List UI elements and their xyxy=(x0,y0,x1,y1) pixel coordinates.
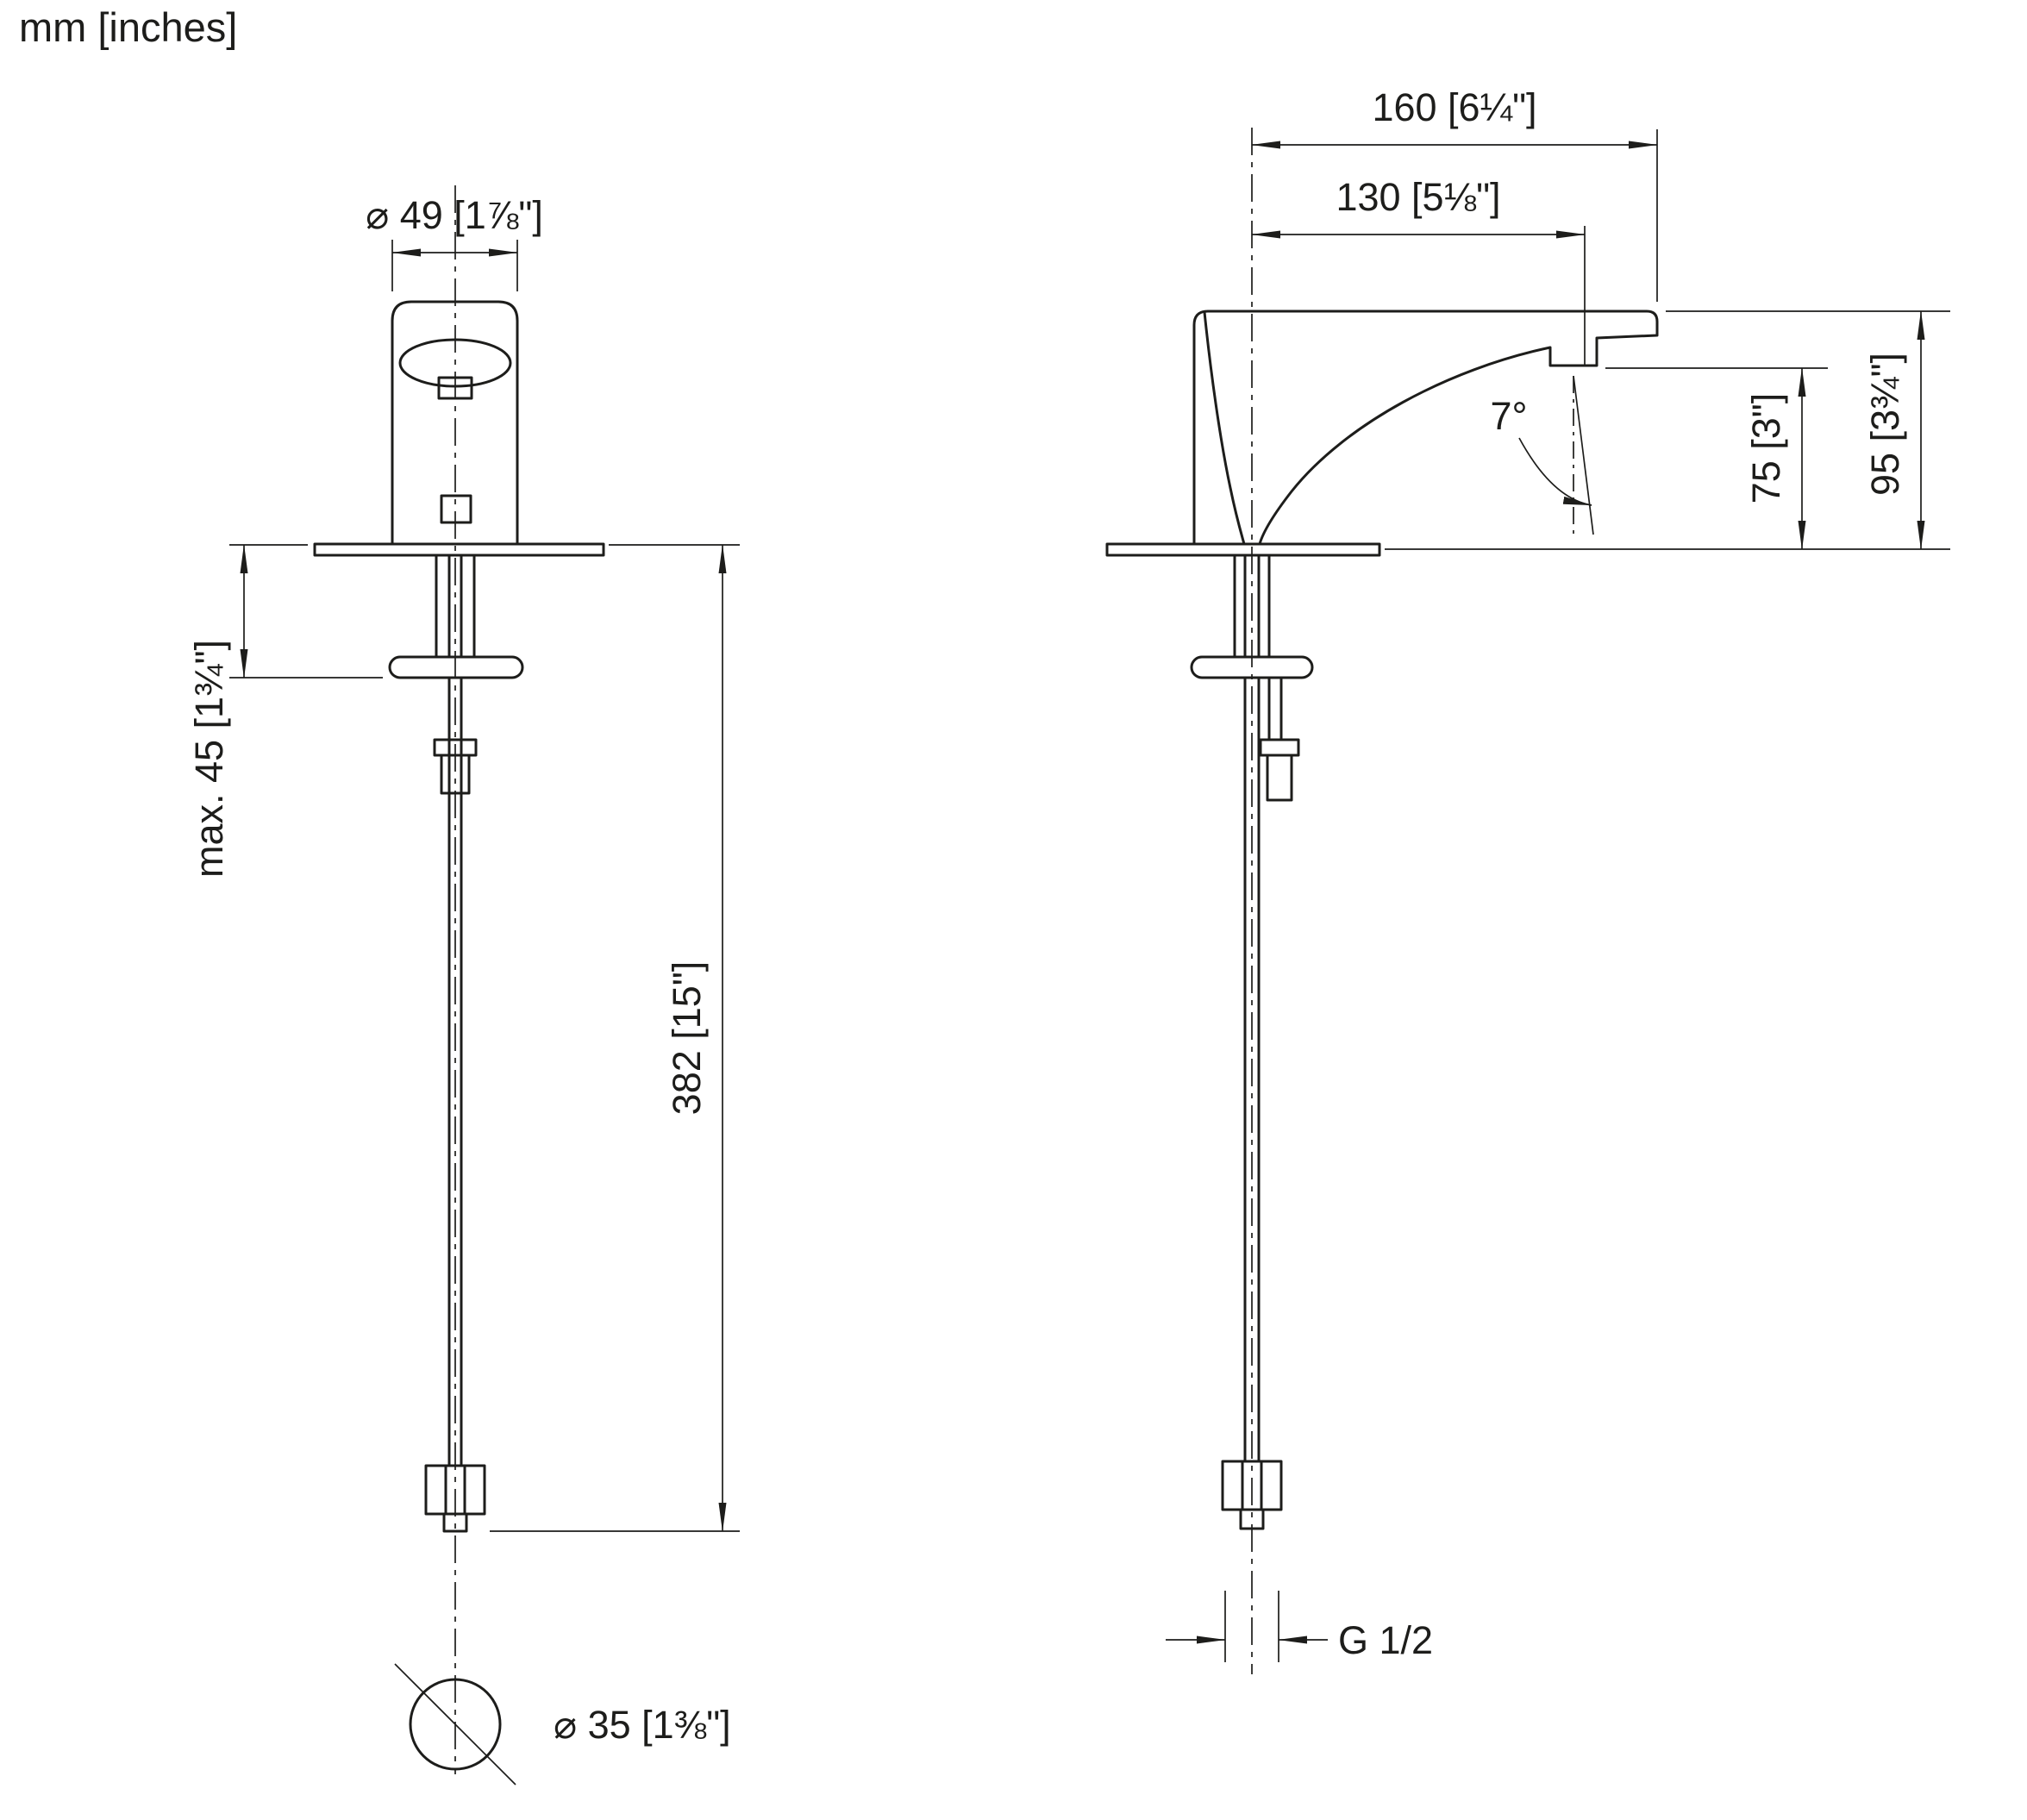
mounting-hole-detail: ⌀ 35 [1⅜"] xyxy=(394,1663,731,1786)
extension-line xyxy=(391,240,518,291)
aerator-front xyxy=(437,376,473,400)
dim-label-dia35: ⌀ 35 [1⅜"] xyxy=(554,1703,731,1747)
faucet-side xyxy=(1105,310,1659,1530)
hose-fitting-body-front xyxy=(440,754,471,795)
supply-hose-side xyxy=(1243,676,1261,1463)
dim-label-382: 382 [15"] xyxy=(665,961,709,1116)
hose-end-stub-side xyxy=(1239,1508,1265,1530)
faucet-body-outline xyxy=(391,300,519,546)
dim-label-dia49: ⌀ 49 [1⅞"] xyxy=(366,193,543,237)
dim-label-160: 160 [6¼"] xyxy=(1372,85,1536,129)
sensor-cable-side xyxy=(1267,676,1283,741)
front-view: ⌀ 49 [1⅞"] max. 45 [1¾"] 382 [15"] ⌀ 35 … xyxy=(187,185,740,1786)
dim-label-g12: G 1/2 xyxy=(1338,1618,1433,1662)
mounting-washer-side xyxy=(1190,655,1314,679)
dim-total-projection: 160 [6¼"] xyxy=(1251,85,1658,302)
hole-diagonal-line xyxy=(394,1663,516,1786)
side-view: 7° 160 [6¼"] 130 [5⅛"] 75 [3"] 95 [3¾"] xyxy=(1105,85,1950,1674)
dim-outlet-projection: 130 [5⅛"] xyxy=(1251,175,1586,366)
dim-max-mounting-thickness: max. 45 [1¾"] xyxy=(187,544,383,878)
dim-spray-angle: 7° xyxy=(1490,375,1594,536)
dim-label-130: 130 [5⅛"] xyxy=(1336,175,1500,219)
faucet-front-face-curve xyxy=(1203,310,1246,546)
dim-connection-thread: G 1/2 xyxy=(1166,1591,1433,1662)
dim-label-7deg: 7° xyxy=(1490,394,1527,438)
dim-body-height: 95 [3¾"] xyxy=(1666,310,1950,550)
dim-hose-length: 382 [15"] xyxy=(490,544,740,1532)
hex-nut-facets-front xyxy=(444,1464,466,1516)
threaded-shank-front xyxy=(435,554,476,659)
dim-label-max45: max. 45 [1¾"] xyxy=(187,640,231,878)
hose-end-stub-front xyxy=(442,1512,468,1533)
faucet-front xyxy=(313,300,605,1533)
deck-plate-front xyxy=(313,542,605,557)
dim-label-95: 95 [3¾"] xyxy=(1863,353,1907,496)
extension-line xyxy=(1224,1591,1279,1662)
supply-hose-front xyxy=(447,676,463,1467)
faucet-profile-outline xyxy=(1192,310,1659,546)
spout-tip-lens xyxy=(398,338,512,388)
dim-outlet-height: 75 [3"] xyxy=(1385,367,1950,550)
mounting-hole-circle xyxy=(409,1678,502,1771)
extension-line xyxy=(490,544,740,1532)
dim-label-75: 75 [3"] xyxy=(1744,393,1788,504)
hose-fitting-body-side xyxy=(1266,754,1293,802)
extension-line xyxy=(229,544,383,679)
mounting-washer-front xyxy=(388,655,524,679)
hex-nut-facets-side xyxy=(1241,1460,1263,1511)
threaded-shank-side xyxy=(1233,554,1271,659)
deck-plate-side xyxy=(1105,542,1381,557)
extension-line xyxy=(1385,367,1950,550)
sensor-window xyxy=(440,494,472,524)
angle-arc xyxy=(1518,437,1592,506)
units-label: mm [inches] xyxy=(19,4,237,50)
spray-angled-line xyxy=(1573,375,1594,535)
dim-spout-diameter: ⌀ 49 [1⅞"] xyxy=(366,193,543,291)
hose-fitting-flange-side xyxy=(1259,738,1300,757)
